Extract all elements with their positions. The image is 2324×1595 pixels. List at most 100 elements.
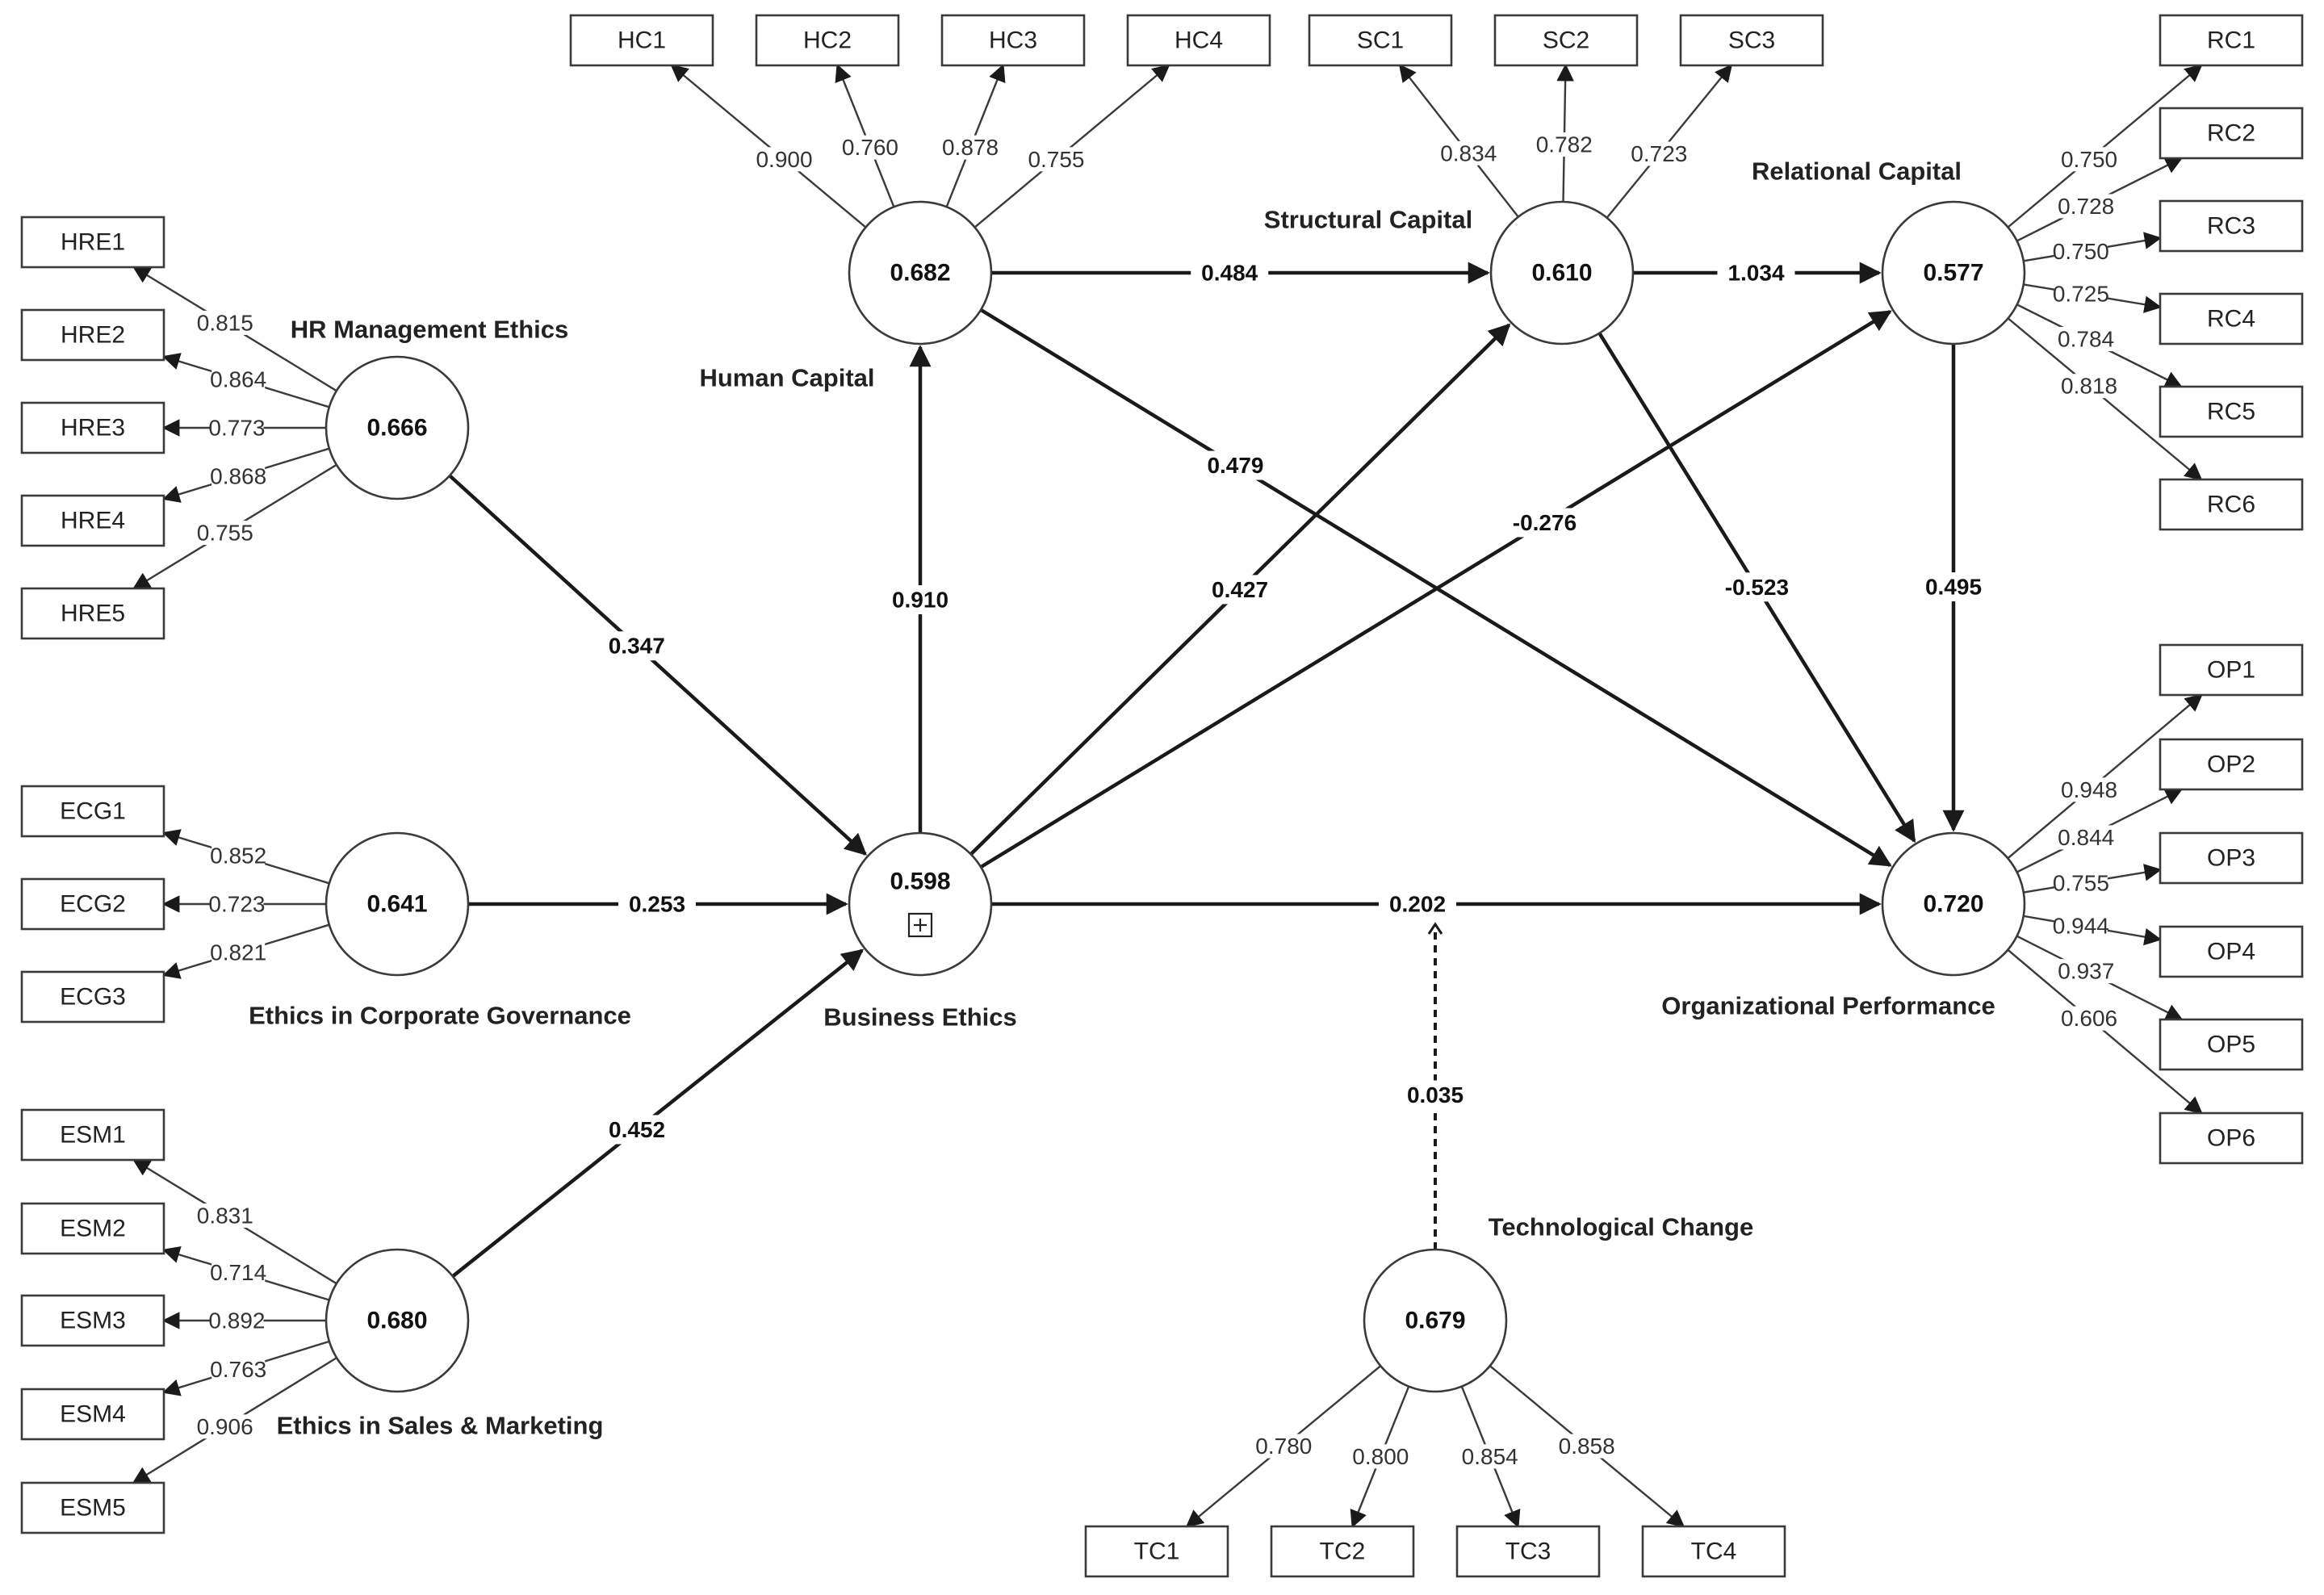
path-edge-hc-op — [979, 308, 1892, 867]
indicator-box[interactable] — [20, 970, 165, 1024]
indicator-label: ESM2 — [60, 1216, 126, 1242]
indicator-box[interactable] — [1455, 1525, 1601, 1578]
indicator-label: RC6 — [2207, 492, 2255, 518]
loading-label: 0.800 — [1352, 1444, 1409, 1469]
indicator-box[interactable] — [20, 1481, 165, 1534]
construct-circle-hre[interactable] — [325, 355, 470, 500]
loading-label: 0.844 — [2058, 825, 2114, 850]
indicator-box[interactable] — [2159, 14, 2304, 67]
construct-name-sc: Structural Capital — [1264, 206, 1472, 234]
loading-edge — [1606, 64, 1733, 219]
loading-label: 0.892 — [208, 1308, 265, 1333]
indicator-box[interactable] — [1126, 14, 1271, 67]
label-background — [1718, 572, 1796, 602]
indicator-box[interactable] — [20, 308, 165, 362]
indicator-box[interactable] — [2159, 925, 2304, 978]
loading-label: 0.784 — [2058, 327, 2114, 352]
indicator-label: HRE2 — [61, 322, 125, 349]
label-background — [2062, 777, 2117, 802]
indicator-box[interactable] — [2159, 1111, 2304, 1165]
loading-label: 0.760 — [842, 135, 898, 160]
construct-r2-value: 0.610 — [1531, 260, 1592, 287]
indicator-label: HC4 — [1175, 27, 1223, 54]
indicator-label: OP6 — [2207, 1125, 2255, 1152]
label-background — [881, 585, 959, 615]
label-background — [1354, 1444, 1408, 1469]
loading-label: 0.723 — [1631, 141, 1687, 166]
path-edge-esm-be — [451, 948, 865, 1278]
label-background — [211, 1357, 266, 1382]
indicator-box[interactable] — [2159, 478, 2304, 531]
indicator-box[interactable] — [2159, 385, 2304, 438]
label-background — [1399, 1080, 1472, 1110]
indicator-box[interactable] — [20, 216, 165, 269]
indicator-box[interactable] — [2159, 1018, 2304, 1071]
construct-circle-be[interactable] — [848, 831, 993, 977]
path-coefficient: 0.910 — [892, 588, 948, 613]
loading-label: 0.878 — [942, 135, 999, 160]
indicator-box[interactable] — [2159, 643, 2304, 697]
construct-circle-esm[interactable] — [325, 1248, 470, 1393]
indicator-box[interactable] — [20, 785, 165, 838]
indicator-label: HRE3 — [61, 415, 125, 442]
indicator-box[interactable] — [2159, 107, 2304, 160]
path-coefficient: 0.202 — [1389, 892, 1446, 917]
indicator-box[interactable] — [20, 877, 165, 931]
indicator-label: OP5 — [2207, 1032, 2255, 1058]
path-coefficient: 0.495 — [1925, 575, 1982, 600]
construct-circle-rc[interactable] — [1881, 200, 2026, 345]
loading-edge — [1398, 64, 1519, 218]
construct-name-ecg: Ethics in Corporate Governance — [249, 1002, 631, 1030]
label-background — [618, 890, 696, 919]
label-background — [2054, 282, 2108, 307]
indicator-box[interactable] — [20, 1294, 165, 1347]
indicator-box[interactable] — [20, 587, 165, 640]
indicator-box[interactable] — [1270, 1525, 1415, 1578]
indicator-box[interactable] — [20, 401, 165, 454]
expand-icon[interactable] — [907, 912, 933, 938]
construct-circle-op[interactable] — [1881, 831, 2026, 977]
label-background — [2062, 1006, 2117, 1031]
construct-circle-ecg[interactable] — [325, 831, 470, 977]
label-background — [211, 1260, 266, 1285]
label-background — [1560, 1434, 1614, 1459]
construct-circle-hc[interactable] — [848, 200, 993, 345]
loading-edge — [2007, 317, 2203, 481]
label-background — [210, 1308, 264, 1333]
construct-circle-sc[interactable] — [1489, 200, 1635, 345]
construct-circle-tc[interactable] — [1363, 1248, 1508, 1393]
label-background — [1442, 140, 1496, 165]
label-background — [1201, 575, 1279, 605]
indicator-label: HRE4 — [61, 508, 125, 534]
loading-edge — [2007, 948, 2203, 1115]
indicator-label: HRE5 — [61, 601, 125, 627]
label-background — [1915, 572, 1992, 601]
indicator-label: RC3 — [2207, 213, 2255, 240]
indicator-box[interactable] — [569, 14, 714, 67]
indicator-box[interactable] — [1308, 14, 1453, 67]
moderation-caret-icon — [1427, 922, 1443, 935]
indicator-box[interactable] — [20, 494, 165, 547]
indicator-label: RC1 — [2207, 27, 2255, 54]
indicator-box[interactable] — [755, 14, 900, 67]
indicator-box[interactable] — [2159, 831, 2304, 885]
indicator-box[interactable] — [2159, 199, 2304, 253]
indicator-box[interactable] — [20, 1202, 165, 1255]
indicator-box[interactable] — [20, 1388, 165, 1441]
indicator-box[interactable] — [2159, 292, 2304, 345]
indicator-box[interactable] — [1493, 14, 1639, 67]
indicator-box[interactable] — [1641, 1525, 1786, 1578]
indicator-box[interactable] — [2159, 738, 2304, 791]
loading-label: 0.780 — [1255, 1434, 1312, 1459]
path-edge-hre-be — [448, 474, 867, 856]
indicator-box[interactable] — [1084, 1525, 1229, 1578]
path-coefficient: 0.253 — [629, 892, 685, 917]
construct-r2-value: 0.666 — [366, 415, 427, 442]
construct-r2-value: 0.641 — [366, 891, 427, 918]
loading-label: 0.858 — [1559, 1434, 1615, 1459]
indicator-box[interactable] — [1679, 14, 1824, 67]
label-background — [211, 366, 266, 391]
indicator-box[interactable] — [940, 14, 1086, 67]
indicator-box[interactable] — [20, 1108, 165, 1162]
